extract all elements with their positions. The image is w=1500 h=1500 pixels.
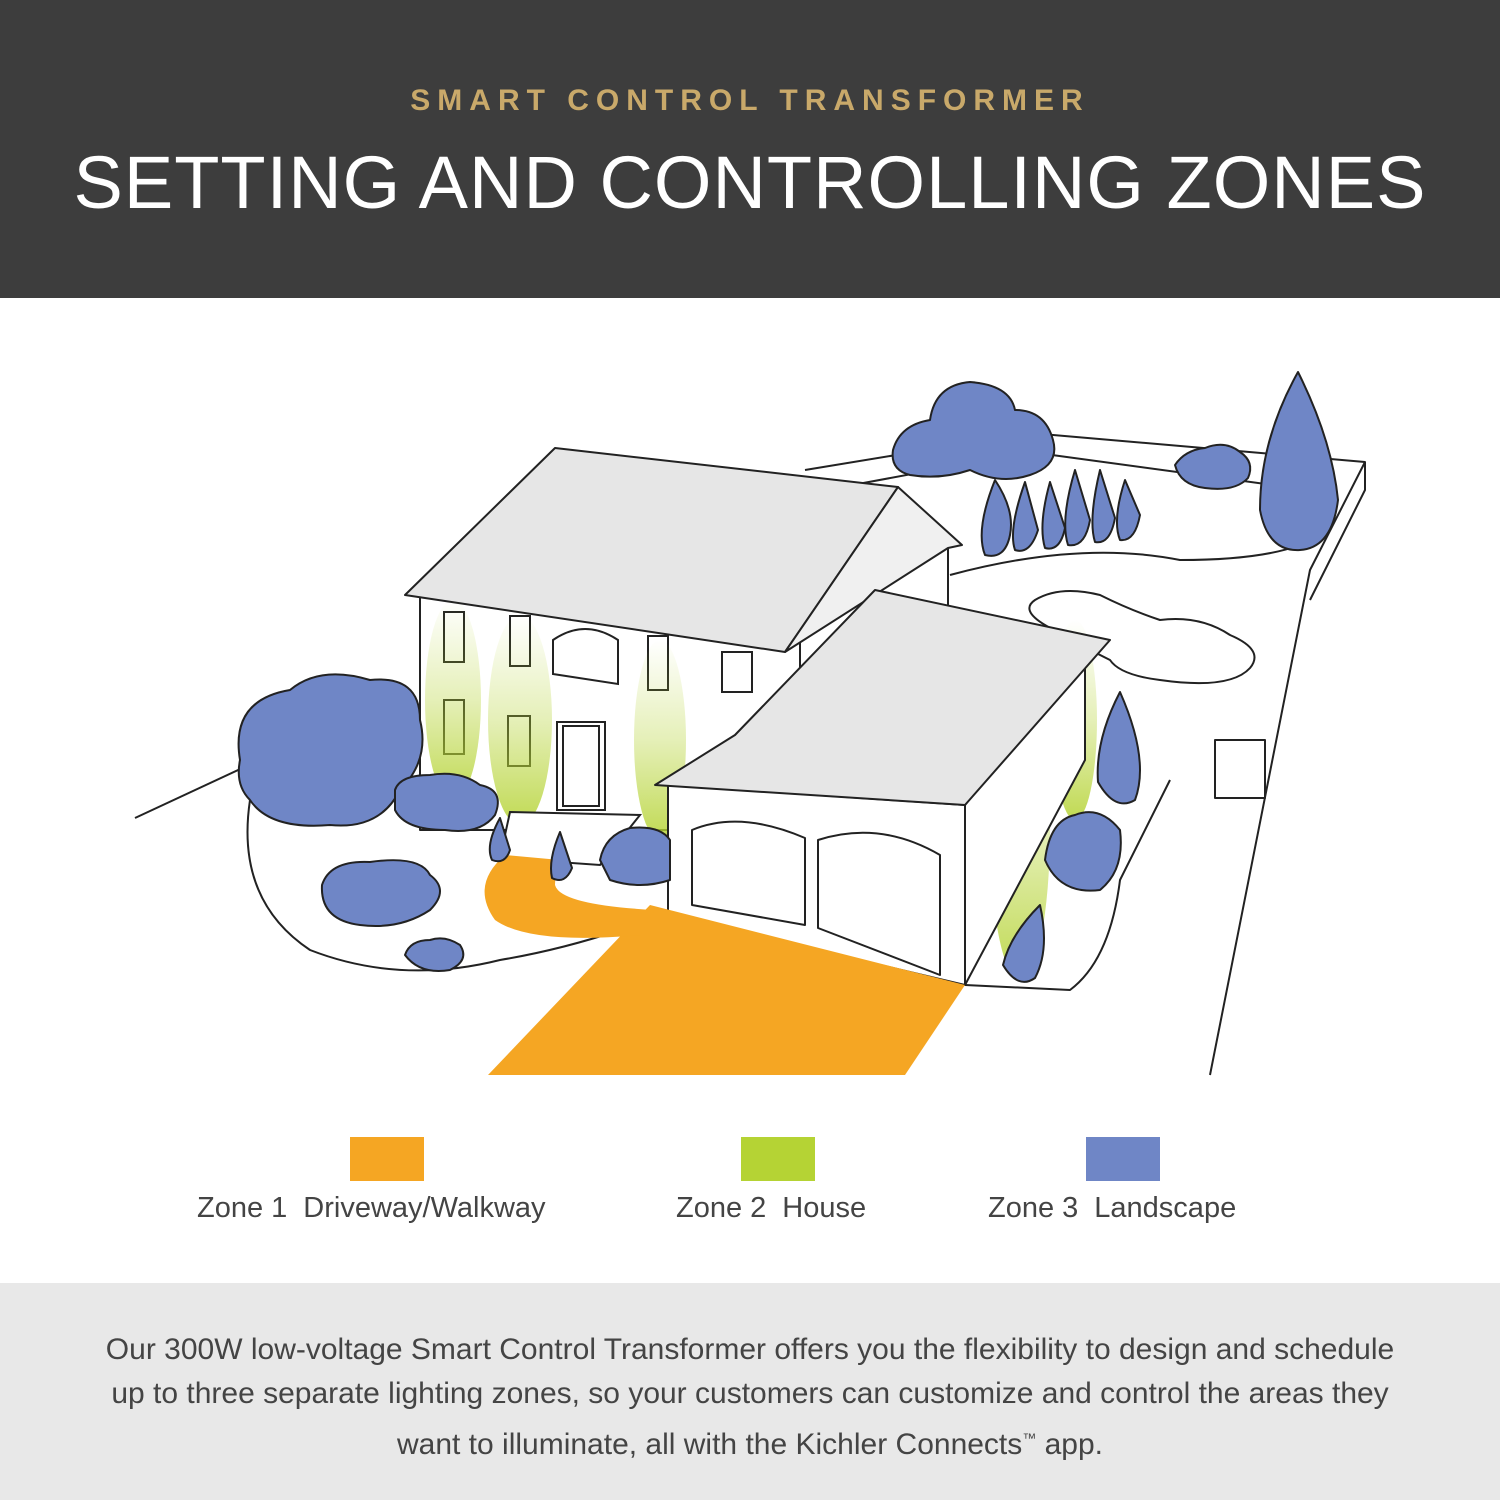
eyebrow-heading: SMART CONTROL TRANSFORMER — [410, 84, 1090, 117]
shrub-cluster — [599, 826, 671, 886]
shrub-cluster — [891, 381, 1056, 480]
door-frame — [556, 721, 606, 811]
legend-zone-name: Zone 3 — [988, 1192, 1079, 1224]
footer-description: Our 300W low-voltage Smart Control Trans… — [90, 1328, 1410, 1467]
tree — [1041, 481, 1066, 550]
legend-label-zone-2: Zone 2 House — [676, 1192, 866, 1225]
tree — [1002, 904, 1045, 983]
shrub-cluster — [237, 673, 424, 827]
footer-text-main: Our 300W low-voltage Smart Control Trans… — [105, 1333, 1395, 1461]
tree — [550, 831, 573, 881]
house-light-glow — [488, 615, 552, 825]
trademark-symbol: ™ — [1022, 1430, 1037, 1446]
header-banner: SMART CONTROL TRANSFORMER SETTING AND CO… — [0, 0, 1500, 298]
window — [721, 651, 753, 693]
tree — [488, 817, 511, 863]
garage-door-left — [691, 820, 806, 926]
walkway — [484, 855, 655, 938]
legend-swatch-zone-3 — [1086, 1137, 1160, 1181]
shrub-cluster — [320, 859, 441, 927]
house-zone-illustration — [134, 371, 1366, 1076]
page-title: SETTING AND CONTROLLING ZONES — [73, 141, 1427, 224]
legend-label-zone-3: Zone 3 Landscape — [988, 1192, 1236, 1225]
tree — [1012, 481, 1039, 552]
footer-panel — [0, 1283, 1500, 1500]
garage-door-right — [817, 831, 941, 976]
tree — [1115, 479, 1141, 542]
tree — [980, 479, 1012, 557]
garage-roof — [654, 589, 1111, 806]
arched-window — [552, 628, 619, 686]
legend-zone-description: House — [782, 1192, 867, 1224]
house-light-glow — [425, 600, 481, 800]
side-lawn-outline — [964, 779, 1171, 991]
legend-zone-name: Zone 2 — [676, 1192, 767, 1224]
legend-swatch-zone-1 — [350, 1137, 424, 1181]
shed — [1214, 739, 1266, 799]
tree — [1091, 469, 1116, 544]
shrub-cluster — [1174, 443, 1252, 490]
shrub-cluster — [1044, 811, 1122, 892]
front-lawn-outline — [246, 799, 621, 972]
tree — [1259, 371, 1339, 552]
main-roof-side — [784, 486, 963, 653]
driveway — [488, 905, 965, 1075]
tree — [1064, 469, 1091, 547]
front-door — [562, 725, 600, 807]
tree — [1096, 691, 1141, 805]
property-line-right — [1209, 461, 1366, 1076]
legend-zone-name: Zone 1 — [197, 1192, 288, 1224]
legend-swatch-zone-2 — [741, 1137, 815, 1181]
shrub-cluster — [404, 937, 465, 972]
legend-zone-description: Driveway/Walkway — [303, 1192, 546, 1224]
shrub-cluster — [394, 772, 499, 832]
footer-text-end: app. — [1036, 1428, 1104, 1461]
legend-label-zone-1: Zone 1 Driveway/Walkway — [197, 1192, 546, 1225]
back-yard-edge — [949, 544, 1301, 576]
legend-zone-description: Landscape — [1094, 1192, 1237, 1224]
